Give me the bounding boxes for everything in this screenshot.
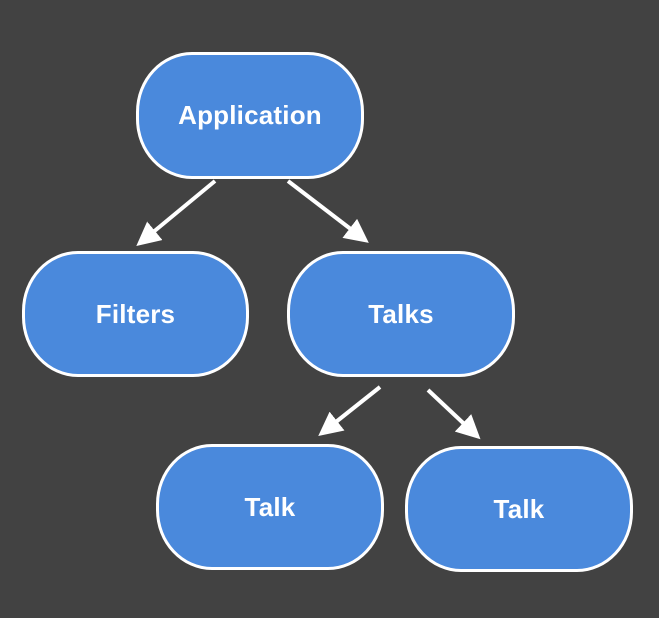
node-filters-label: Filters	[95, 298, 176, 329]
node-application-label: Application	[178, 100, 322, 130]
node-talks: Talks	[287, 251, 515, 377]
edge-talks-talk-1	[318, 385, 382, 436]
node-filters: Filters	[22, 251, 249, 377]
node-talk-1: Talk	[156, 444, 384, 570]
edge-application-talks	[286, 179, 369, 243]
node-talk-1-label: Talk	[244, 491, 296, 522]
edge-application-filters	[136, 179, 217, 247]
node-talk-2: Talk	[405, 446, 633, 572]
edge-talks-talk-2	[426, 388, 481, 440]
node-application: Application	[136, 52, 364, 179]
node-talks-label: Talks	[368, 298, 434, 329]
node-talk-2-label: Talk	[493, 493, 545, 524]
